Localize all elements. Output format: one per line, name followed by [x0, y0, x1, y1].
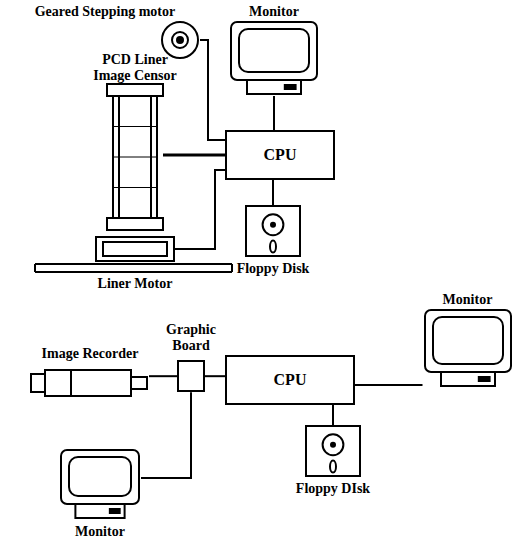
rail-line: [35, 271, 232, 273]
process-box: CPU: [225, 130, 335, 180]
device-label: Floppy DIsk: [278, 477, 388, 497]
connector-line: [200, 40, 225, 140]
device-label: Monitor: [50, 520, 150, 540]
device-label: Liner Motor: [70, 262, 200, 292]
monitor-icon: [423, 308, 513, 388]
device-label: Geared Stepping motor: [5, 4, 205, 20]
device-label: CPU: [264, 146, 297, 164]
device-label: Monitor: [228, 4, 320, 20]
device-icon: Floppy DIsk: [278, 425, 388, 497]
device-icon: Floppy Disk: [218, 205, 328, 277]
process-box: CPU: [225, 355, 355, 405]
board-icon: [177, 360, 205, 392]
device-label: Graphic Board: [160, 322, 222, 360]
device-label: Monitor: [420, 292, 515, 308]
device-icon: Monitor: [420, 292, 515, 388]
floppy-icon: [305, 425, 361, 477]
device-label: Floppy Disk: [218, 257, 328, 277]
device-icon: Monitor: [228, 4, 320, 96]
connector-line: [355, 384, 423, 386]
monitor-icon: [59, 448, 141, 520]
monitor-icon: [229, 20, 319, 96]
device-icon: Image Recorder: [20, 346, 160, 398]
device-label: Image Recorder: [20, 346, 160, 368]
connector-line: [273, 96, 275, 130]
connector-line: [149, 375, 177, 377]
platform-icon: [95, 236, 175, 262]
connector-line: [175, 170, 225, 249]
connector-line: [332, 405, 334, 425]
device-icon: PCD Liner Image Censor: [85, 52, 185, 230]
device-icon: Liner Motor: [70, 236, 200, 292]
connector-line: [141, 392, 191, 478]
device-icon: Graphic Board: [160, 322, 222, 392]
device-label: PCD Liner Image Censor: [85, 52, 185, 84]
connector-line: [205, 375, 225, 377]
rail-end: [34, 264, 36, 272]
sensor-icon: [107, 84, 163, 230]
connector-line: [272, 180, 274, 205]
device-icon: Monitor: [50, 448, 150, 540]
camera-icon: [31, 368, 149, 398]
device-icon: Geared Stepping motor: [5, 4, 205, 60]
device-label: CPU: [274, 371, 307, 389]
connector-line: [163, 154, 225, 157]
rail-end: [231, 264, 233, 272]
rail-line: [35, 263, 232, 265]
floppy-icon: [245, 205, 301, 257]
